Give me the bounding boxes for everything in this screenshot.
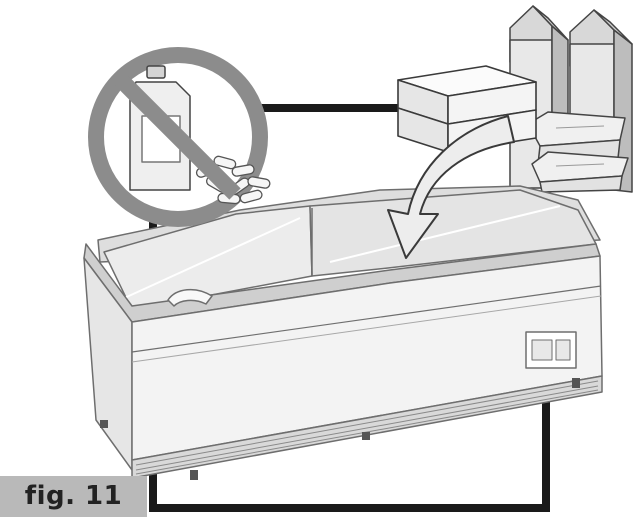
curved-arrow-icon xyxy=(387,115,515,259)
no-chemicals-icon xyxy=(88,47,271,227)
figure-label: fig. 11 xyxy=(0,476,147,517)
wrapped-package-icon xyxy=(527,111,629,193)
chest-freezer-icon xyxy=(83,185,603,480)
